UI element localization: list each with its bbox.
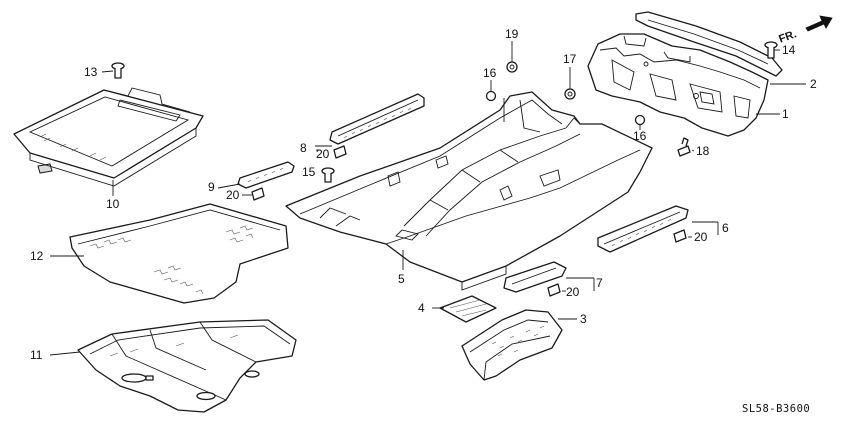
fasteners <box>111 41 778 297</box>
part-5-floor-carpet <box>285 91 653 291</box>
callout-20-d: 20 <box>566 285 580 299</box>
front-direction-indicator: FR. <box>777 15 833 46</box>
leader-lines <box>49 41 806 356</box>
part-4-pad <box>439 295 497 323</box>
clip-17 <box>564 88 576 100</box>
callout-12: 12 <box>30 249 44 263</box>
part-2-insulator-strip <box>635 11 783 77</box>
diagram-code: SL58-B3600 <box>742 403 810 415</box>
part-12-floor-mat <box>69 203 289 304</box>
callout-15: 15 <box>302 165 316 179</box>
callout-11: 11 <box>30 348 43 362</box>
fastener-14 <box>764 41 778 59</box>
callout-9: 9 <box>208 180 215 194</box>
callout-13: 13 <box>84 65 98 79</box>
callout-16-b: 16 <box>633 129 647 143</box>
part-6-sill-strip <box>597 205 689 253</box>
callout-20-a: 20 <box>316 147 330 161</box>
clip-19 <box>506 61 518 73</box>
callout-6: 6 <box>722 221 729 235</box>
clip-18 <box>677 137 691 157</box>
part-8-sill-strip <box>329 93 425 145</box>
fastener-13 <box>111 62 125 79</box>
callout-20-b: 20 <box>226 188 240 202</box>
callout-17: 17 <box>563 52 577 66</box>
arrow-icon <box>805 15 833 32</box>
part-10-tray <box>13 87 204 187</box>
clip-16-left <box>485 90 497 102</box>
part-11-floor-mat <box>77 319 297 413</box>
callout-5: 5 <box>398 272 405 286</box>
fastener-15 <box>321 167 335 183</box>
part-1-dash-insulator <box>587 33 769 137</box>
callout-3: 3 <box>580 312 587 326</box>
part-9-side-strip <box>237 161 295 189</box>
part-7-sill-cover <box>503 261 567 293</box>
clip-16-right <box>634 114 646 126</box>
callout-2: 2 <box>810 77 817 91</box>
clip-20-d <box>547 283 561 297</box>
callout-8: 8 <box>300 141 307 155</box>
part-3-tunnel-insulator <box>461 309 563 381</box>
clip-20-c <box>673 229 687 243</box>
callout-7: 7 <box>596 276 603 290</box>
front-direction-label: FR. <box>777 28 798 45</box>
callout-1: 1 <box>782 107 789 121</box>
callout-10: 10 <box>106 197 120 211</box>
callout-labels: 1 2 3 4 5 6 7 8 9 10 11 12 13 14 15 16 1… <box>30 27 817 362</box>
clip-20-b <box>251 187 265 201</box>
callout-14: 14 <box>782 43 796 57</box>
callout-16-a: 16 <box>483 66 497 80</box>
clip-20-a <box>333 145 347 159</box>
callout-18: 18 <box>696 144 710 158</box>
callout-19: 19 <box>505 27 519 41</box>
callout-4: 4 <box>418 301 425 315</box>
callout-20-c: 20 <box>694 230 708 244</box>
